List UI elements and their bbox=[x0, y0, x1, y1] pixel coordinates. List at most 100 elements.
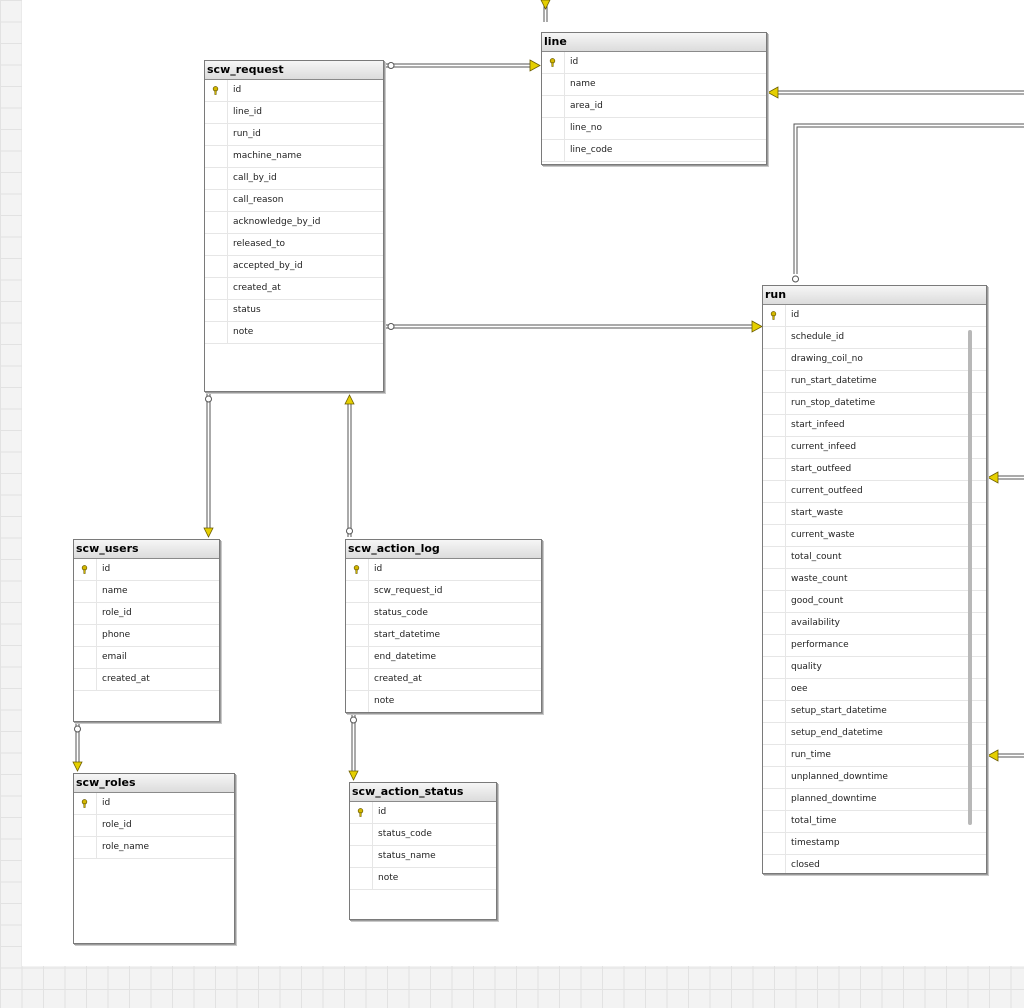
row-selector[interactable] bbox=[74, 669, 97, 690]
row-selector[interactable] bbox=[205, 278, 228, 299]
column-row[interactable]: call_by_id bbox=[205, 168, 383, 190]
column-row[interactable]: setup_end_datetime bbox=[763, 723, 986, 745]
rel-run-right-2[interactable] bbox=[998, 753, 1024, 758]
column-row[interactable]: line_no bbox=[542, 118, 766, 140]
run-scrollbar[interactable] bbox=[968, 330, 972, 825]
column-row[interactable]: run_time bbox=[763, 745, 986, 767]
column-row[interactable]: total_count bbox=[763, 547, 986, 569]
row-selector[interactable] bbox=[763, 481, 786, 502]
column-row[interactable]: accepted_by_id bbox=[205, 256, 383, 278]
row-selector[interactable] bbox=[74, 559, 97, 580]
row-selector[interactable] bbox=[205, 190, 228, 211]
row-selector[interactable] bbox=[763, 305, 786, 326]
column-row[interactable]: run_id bbox=[205, 124, 383, 146]
row-selector[interactable] bbox=[74, 815, 97, 836]
column-row[interactable]: status bbox=[205, 300, 383, 322]
row-selector[interactable] bbox=[763, 525, 786, 546]
column-row[interactable]: machine_name bbox=[205, 146, 383, 168]
rel-request-users[interactable] bbox=[205, 392, 212, 528]
row-selector[interactable] bbox=[205, 322, 228, 343]
column-row[interactable]: waste_count bbox=[763, 569, 986, 591]
table-title[interactable]: scw_request bbox=[205, 61, 383, 80]
column-row[interactable]: role_id bbox=[74, 815, 234, 837]
column-row[interactable]: run_stop_datetime bbox=[763, 393, 986, 415]
table-title[interactable]: scw_roles bbox=[74, 774, 234, 793]
column-row[interactable]: id bbox=[205, 80, 383, 102]
row-selector[interactable] bbox=[763, 657, 786, 678]
column-row[interactable]: name bbox=[542, 74, 766, 96]
row-selector[interactable] bbox=[74, 837, 97, 858]
row-selector[interactable] bbox=[763, 811, 786, 832]
row-selector[interactable] bbox=[763, 723, 786, 744]
row-selector[interactable] bbox=[542, 96, 565, 117]
column-row[interactable]: closed bbox=[763, 855, 986, 873]
column-row[interactable]: quality bbox=[763, 657, 986, 679]
rel-run-right-1[interactable] bbox=[998, 475, 1024, 480]
column-row[interactable]: status_code bbox=[350, 824, 496, 846]
row-selector[interactable] bbox=[763, 855, 786, 873]
column-row[interactable]: area_id bbox=[542, 96, 766, 118]
column-row[interactable]: created_at bbox=[74, 669, 219, 691]
column-row[interactable]: good_count bbox=[763, 591, 986, 613]
row-selector[interactable] bbox=[542, 140, 565, 161]
column-row[interactable]: status_name bbox=[350, 846, 496, 868]
row-selector[interactable] bbox=[763, 415, 786, 436]
row-selector[interactable] bbox=[350, 802, 373, 823]
column-row[interactable]: line_id bbox=[205, 102, 383, 124]
column-row[interactable]: created_at bbox=[205, 278, 383, 300]
row-selector[interactable] bbox=[74, 647, 97, 668]
row-selector[interactable] bbox=[74, 603, 97, 624]
row-selector[interactable] bbox=[346, 581, 369, 602]
row-selector[interactable] bbox=[346, 669, 369, 690]
row-selector[interactable] bbox=[763, 503, 786, 524]
row-selector[interactable] bbox=[763, 547, 786, 568]
column-row[interactable]: run_start_datetime bbox=[763, 371, 986, 393]
column-row[interactable]: created_at bbox=[346, 669, 541, 691]
row-selector[interactable] bbox=[205, 80, 228, 101]
column-row[interactable]: drawing_coil_no bbox=[763, 349, 986, 371]
table-title[interactable]: line bbox=[542, 33, 766, 52]
column-row[interactable]: start_datetime bbox=[346, 625, 541, 647]
column-row[interactable]: acknowledge_by_id bbox=[205, 212, 383, 234]
row-selector[interactable] bbox=[205, 168, 228, 189]
row-selector[interactable] bbox=[74, 625, 97, 646]
row-selector[interactable] bbox=[763, 745, 786, 766]
row-selector[interactable] bbox=[763, 767, 786, 788]
column-row[interactable]: id bbox=[74, 559, 219, 581]
column-row[interactable]: current_infeed bbox=[763, 437, 986, 459]
column-row[interactable]: id bbox=[542, 52, 766, 74]
column-row[interactable]: start_infeed bbox=[763, 415, 986, 437]
column-row[interactable]: id bbox=[74, 793, 234, 815]
column-row[interactable]: role_id bbox=[74, 603, 219, 625]
column-row[interactable]: line_code bbox=[542, 140, 766, 162]
row-selector[interactable] bbox=[763, 437, 786, 458]
column-row[interactable]: end_datetime bbox=[346, 647, 541, 669]
rel-actionlog-status[interactable] bbox=[350, 713, 357, 771]
column-row[interactable]: name bbox=[74, 581, 219, 603]
row-selector[interactable] bbox=[542, 52, 565, 73]
rel-request-actionlog[interactable] bbox=[346, 404, 353, 537]
column-row[interactable]: note bbox=[205, 322, 383, 344]
row-selector[interactable] bbox=[763, 327, 786, 348]
row-selector[interactable] bbox=[350, 868, 373, 889]
rel-request-run[interactable] bbox=[384, 323, 752, 330]
row-selector[interactable] bbox=[350, 846, 373, 867]
rel-run-top[interactable] bbox=[792, 123, 1024, 283]
column-row[interactable]: unplanned_downtime bbox=[763, 767, 986, 789]
row-selector[interactable] bbox=[205, 146, 228, 167]
column-row[interactable]: note bbox=[346, 691, 541, 712]
column-row[interactable]: total_time bbox=[763, 811, 986, 833]
table-title[interactable]: scw_action_status bbox=[350, 783, 496, 802]
column-row[interactable]: availability bbox=[763, 613, 986, 635]
row-selector[interactable] bbox=[763, 833, 786, 854]
row-selector[interactable] bbox=[346, 625, 369, 646]
column-row[interactable]: setup_start_datetime bbox=[763, 701, 986, 723]
column-row[interactable]: call_reason bbox=[205, 190, 383, 212]
row-selector[interactable] bbox=[542, 118, 565, 139]
row-selector[interactable] bbox=[346, 691, 369, 712]
